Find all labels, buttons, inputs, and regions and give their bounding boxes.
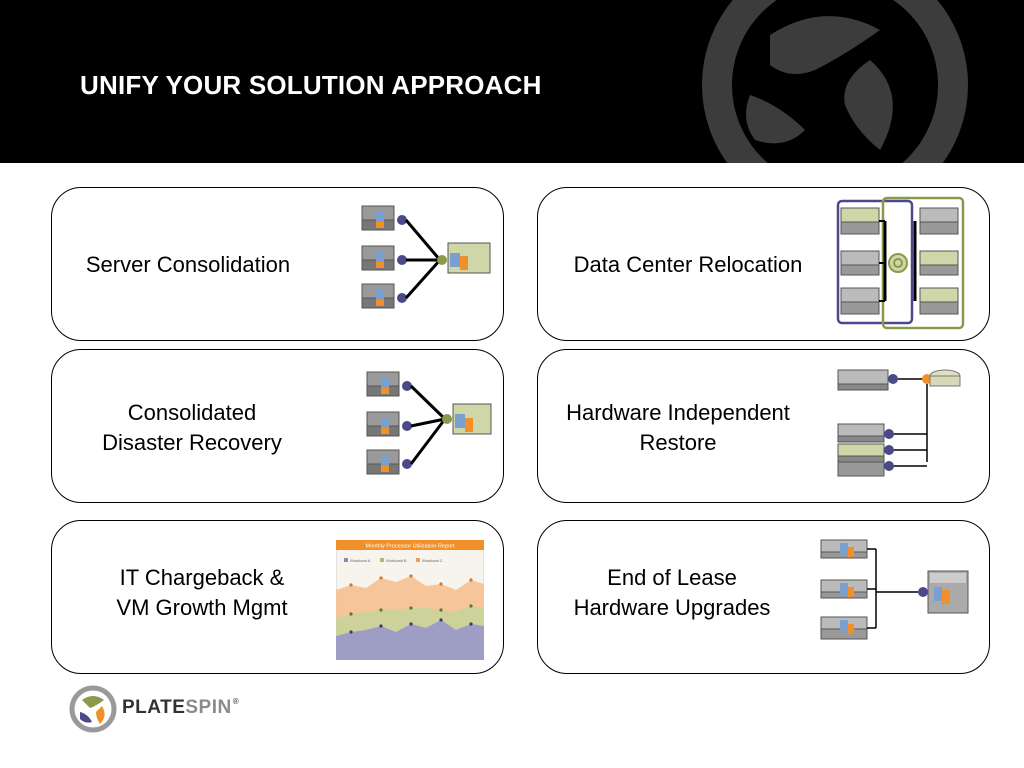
consolidation-diagram-icon — [361, 205, 491, 309]
card-label-line-2: Disaster Recovery — [102, 430, 282, 455]
brand-name-part2: SPIN — [185, 697, 232, 718]
thumbnail-title: Monthly Processor Utilization Report — [366, 544, 455, 550]
card-consolidated-disaster-recovery: Consolidated Disaster Recovery — [51, 349, 504, 503]
thumbnail-legend-a: Workload A — [350, 558, 371, 563]
card-label: Data Center Relocation — [548, 250, 828, 280]
card-label: End of Lease Hardware Upgrades — [538, 563, 806, 623]
card-it-chargeback: IT Chargeback & VM Growth Mgmt Monthly P… — [51, 520, 504, 674]
platespin-watermark-icon — [702, 0, 968, 163]
card-label-line-2: VM Growth Mgmt — [116, 595, 288, 620]
card-label-line-1: Data Center Relocation — [573, 252, 803, 277]
card-label-line-1: End of Lease — [607, 565, 737, 590]
card-label-line-1: Hardware Independent — [566, 400, 790, 425]
consolidation-diagram-icon — [366, 371, 492, 475]
card-hardware-independent-restore: Hardware Independent Restore — [537, 349, 990, 503]
card-label-line-1: Server Consolidation — [85, 252, 291, 277]
card-label: Consolidated Disaster Recovery — [72, 398, 312, 458]
card-label: IT Chargeback & VM Growth Mgmt — [82, 563, 322, 623]
card-label-line-1: Consolidated — [127, 400, 257, 425]
thumbnail-legend-c: Workload C — [422, 558, 443, 563]
brand-name-part1: PLATE — [122, 697, 186, 718]
card-server-consolidation: Server Consolidation — [51, 187, 504, 341]
header-banner: UNIFY YOUR SOLUTION APPROACH — [0, 0, 1024, 163]
lease-upgrade-diagram-icon — [820, 539, 969, 640]
card-label-line-2: Restore — [639, 430, 717, 455]
card-label: Server Consolidation — [68, 250, 308, 280]
card-label-line-2: Hardware Upgrades — [573, 595, 771, 620]
card-data-center-relocation: Data Center Relocation — [537, 187, 990, 341]
card-end-of-lease: End of Lease Hardware Upgrades — [537, 520, 990, 674]
brand-registered-mark: ® — [232, 697, 240, 706]
relocation-diagram-icon — [836, 196, 965, 330]
brand-wordmark: PLATESPIN® — [122, 697, 239, 719]
platespin-logo-icon — [69, 685, 117, 733]
card-label-line-1: IT Chargeback & — [119, 565, 285, 590]
thumbnail-legend-b: Workload B — [386, 558, 407, 563]
page-title: UNIFY YOUR SOLUTION APPROACH — [80, 70, 542, 100]
utilization-chart-thumbnail: Monthly Processor Utilization Report Wor… — [336, 540, 484, 660]
card-label: Hardware Independent Restore — [538, 398, 818, 458]
restore-diagram-icon — [837, 369, 961, 477]
